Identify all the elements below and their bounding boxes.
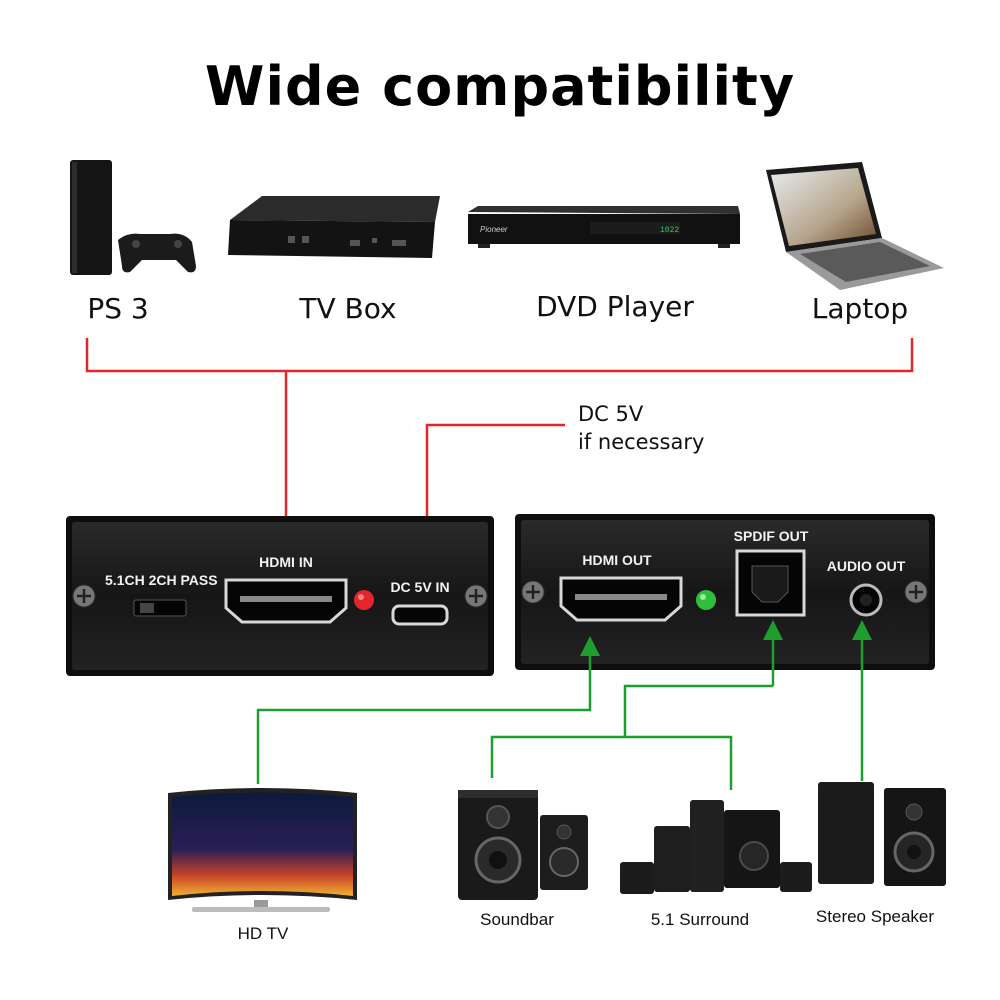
source-label-laptop: Laptop	[811, 292, 909, 325]
soundbar-image	[458, 790, 588, 900]
spdif-branch-line	[623, 684, 773, 737]
ps3-console-image	[70, 160, 196, 275]
stereo-speaker-image	[818, 782, 946, 886]
hdmi-out-label: HDMI OUT	[582, 552, 652, 568]
source-label-tv-box: TV Box	[299, 292, 397, 325]
power-note-line-2: if necessary	[578, 430, 705, 454]
dvd-display: 1022	[660, 226, 679, 235]
power-note-line-1: DC 5V	[578, 402, 644, 426]
screw-icon	[521, 580, 545, 604]
output-label-hd-tv: HD TV	[237, 924, 289, 943]
dc-in-label: DC 5V IN	[390, 579, 449, 595]
dvd-player-image: Pioneer 1022	[468, 206, 740, 248]
audio-out-label: AUDIO OUT	[827, 558, 906, 574]
output-label-surround: 5.1 Surround	[650, 910, 750, 929]
power-note: DC 5V if necessary	[578, 400, 704, 456]
screw-icon	[72, 584, 96, 608]
surround-system-image	[620, 800, 812, 894]
output-connection-lines	[256, 620, 872, 790]
dvd-brand: Pioneer	[480, 225, 508, 234]
power-led	[354, 590, 374, 610]
hd-tv-image	[168, 788, 357, 912]
signal-led	[696, 590, 716, 610]
hdmi-in-label: HDMI IN	[259, 554, 313, 570]
source-label-ps3: PS 3	[87, 292, 149, 325]
hdmi-out-arrow	[256, 636, 600, 784]
source-label-dvd-player: DVD Player	[536, 290, 694, 323]
screw-icon	[904, 580, 928, 604]
dc-in-port	[391, 604, 449, 626]
screw-icon	[464, 584, 488, 608]
tv-box-image	[228, 196, 440, 258]
mode-switch-label: 5.1CH 2CH PASS	[105, 572, 218, 588]
input-panel: 5.1CH 2CH PASS HDMI IN DC 5V IN	[66, 516, 494, 676]
output-label-soundbar: Soundbar	[480, 910, 554, 929]
output-panel: HDMI OUT SPDIF OUT AUDIO OUT	[515, 514, 935, 670]
speaker-bus-line	[490, 735, 733, 790]
spdif-out-label: SPDIF OUT	[734, 528, 809, 544]
page-title: Wide compatibility	[204, 55, 796, 118]
laptop-image	[766, 162, 944, 290]
source-bus-line	[85, 338, 914, 373]
output-label-stereo: Stereo Speaker	[815, 907, 935, 926]
